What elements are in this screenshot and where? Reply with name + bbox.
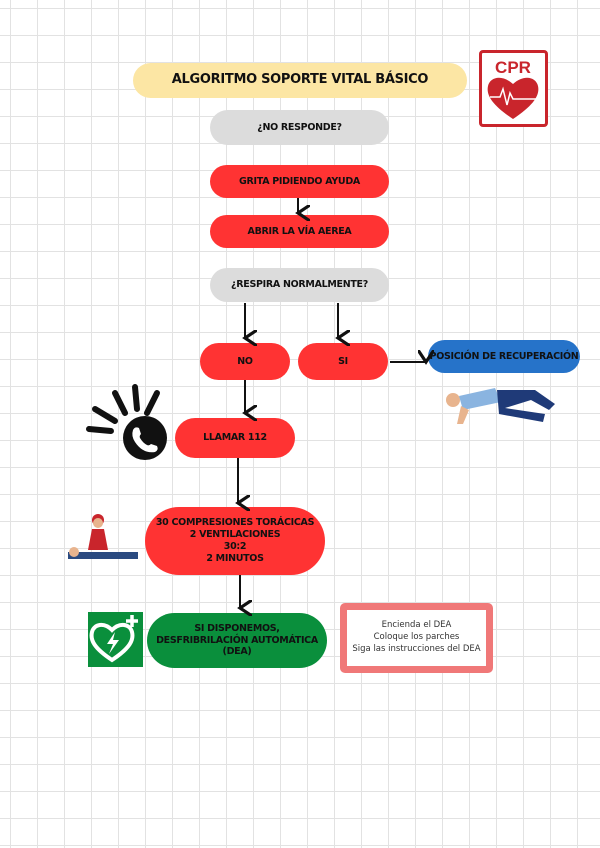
node-respira: ¿RESPIRA NORMALMENTE? xyxy=(210,268,389,302)
cpr-heart-icon: CPR xyxy=(479,50,548,127)
page-title: ALGORITMO SOPORTE VITAL BÁSICO xyxy=(133,63,467,98)
phone-call-icon xyxy=(86,384,167,460)
dea-step: Encienda el DEA xyxy=(381,620,452,631)
cpr-rescuer-icon xyxy=(68,514,138,559)
node-dea: SI DISPONEMOS, DESFRIBRILACIÓN AUTOMÁTIC… xyxy=(147,613,327,668)
aed-heart-icon xyxy=(88,612,143,667)
svg-text:CPR: CPR xyxy=(495,58,531,77)
text-line: 2 MINUTOS xyxy=(206,552,264,564)
dea-step: Siga las instrucciones del DEA xyxy=(352,643,481,654)
text-line: DESFRIBRILACIÓN AUTOMÁTICA xyxy=(156,634,318,646)
node-no-responde: ¿NO RESPONDE? xyxy=(210,110,389,145)
text-line: 30 COMPRESIONES TORÁCICAS xyxy=(155,517,315,529)
text-line: 30:2 xyxy=(223,541,247,552)
text-line: (DEA) xyxy=(222,646,252,658)
node-grita: GRITA PIDIENDO AYUDA xyxy=(210,165,389,198)
text-line: SI DISPONEMOS, xyxy=(194,622,280,634)
dea-step: Coloque los parches xyxy=(373,632,460,643)
dea-steps-box: Encienda el DEA Coloque los parches Siga… xyxy=(340,603,493,673)
node-posicion: POSICIÓN DE RECUPERACIÓN xyxy=(428,340,580,373)
node-si: SI xyxy=(298,343,388,380)
text-line: 2 VENTILACIONES xyxy=(189,529,281,541)
recovery-position-person-icon xyxy=(446,388,555,424)
node-llamar: LLAMAR 112 xyxy=(175,418,295,458)
node-no: NO xyxy=(200,343,290,380)
node-compresiones: 30 COMPRESIONES TORÁCICAS 2 VENTILACIONE… xyxy=(145,507,325,575)
node-abrir-via: ABRIR LA VÍA AEREA xyxy=(210,215,389,248)
